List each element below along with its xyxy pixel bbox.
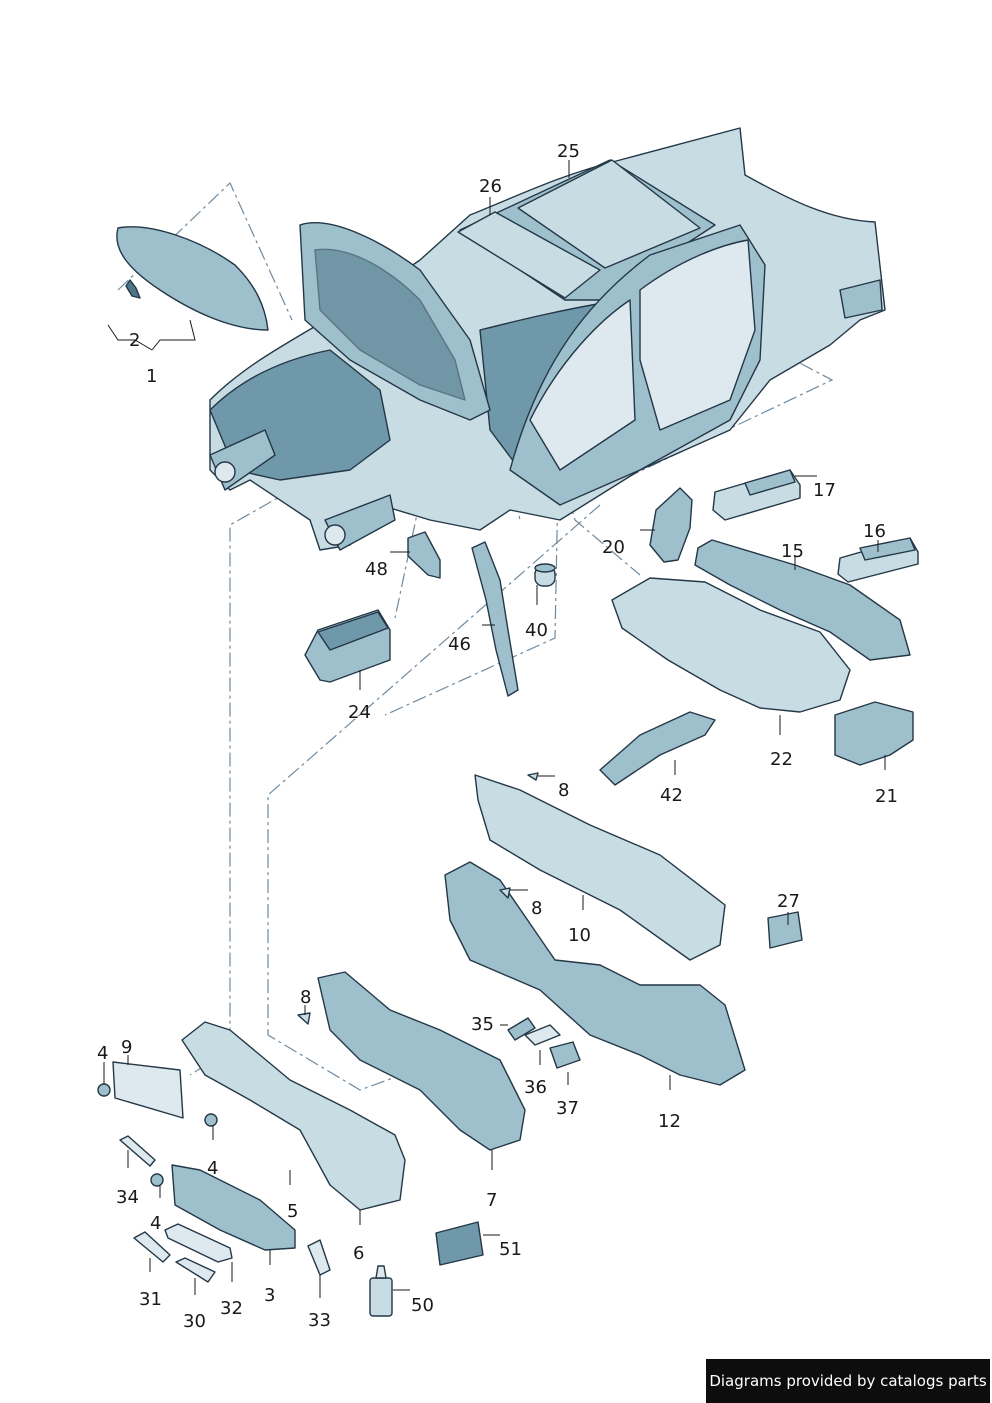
callout-32: 32: [220, 1298, 243, 1319]
part-10-cowl: [474, 774, 726, 961]
part-27: [767, 911, 803, 949]
credit-text: Diagrams provided by catalogs parts: [709, 1372, 987, 1390]
callout-31: 31: [139, 1289, 162, 1310]
callout-50: 50: [411, 1295, 434, 1316]
part-7-bulkhead: [317, 971, 526, 1151]
part-12-insulation: [444, 861, 746, 1086]
callout-51: 51: [499, 1239, 522, 1260]
part-6-frame: [181, 1021, 406, 1211]
part-17-module: [712, 469, 801, 521]
part-50-bottle: [369, 1265, 393, 1317]
car-body-shell: [209, 127, 886, 551]
part-33: [307, 1239, 331, 1276]
washer-4b: [204, 1113, 218, 1127]
part-9-panel: [112, 1061, 184, 1119]
roof-panel-25: [517, 159, 701, 269]
callout-21: 21: [875, 786, 898, 807]
part-30: [175, 1257, 216, 1283]
callout-17: 17: [813, 480, 836, 501]
callout-26: 26: [479, 176, 502, 197]
part-35: [507, 1017, 536, 1041]
part-40-plug: [534, 563, 556, 587]
leader-lines: [103, 160, 886, 1298]
callout-9: 9: [121, 1037, 132, 1058]
part-5-strip: [171, 1164, 296, 1251]
callout-3: 3: [264, 1285, 275, 1306]
part-46-pillar: [471, 541, 519, 697]
part-37: [549, 1041, 581, 1069]
callout-2: 2: [129, 330, 140, 351]
callout-40: 40: [525, 620, 548, 641]
callout-16: 16: [863, 521, 886, 542]
callout-48: 48: [365, 559, 388, 580]
callout-8b: 8: [531, 898, 542, 919]
callout-42: 42: [660, 785, 683, 806]
part-22-floor: [611, 577, 851, 713]
callout-8c: 8: [300, 987, 311, 1008]
callout-6: 6: [353, 1243, 364, 1264]
callout-5: 5: [287, 1201, 298, 1222]
callout-8a: 8: [558, 780, 569, 801]
part-24-box: [304, 609, 391, 683]
part-48-bracket: [407, 531, 441, 579]
part-1-cover: [116, 226, 269, 331]
part-36: [524, 1024, 561, 1046]
callout-46: 46: [448, 634, 471, 655]
callout-labels: 1 2 3 4 4 4 5 6 7 8 8 8 9 10 12 15 16 17…: [97, 141, 898, 1332]
part-21: [834, 701, 914, 766]
part-51: [435, 1221, 484, 1266]
roof-panels: [457, 159, 701, 299]
part-3-strip: [164, 1223, 233, 1263]
callout-10: 10: [568, 925, 591, 946]
screw-8c: [297, 1012, 311, 1025]
screw-8a: [527, 772, 539, 781]
callout-20: 20: [602, 537, 625, 558]
callout-35: 35: [471, 1014, 494, 1035]
callout-22: 22: [770, 749, 793, 770]
credit-banner: Diagrams provided by catalogs parts: [706, 1359, 990, 1403]
part-20: [649, 487, 693, 563]
callout-25: 25: [557, 141, 580, 162]
callout-1: 1: [146, 366, 157, 387]
callout-27: 27: [777, 891, 800, 912]
washer-4c: [150, 1173, 164, 1187]
callout-34: 34: [116, 1187, 139, 1208]
screw-8b: [499, 887, 511, 899]
callout-4c: 4: [150, 1213, 161, 1234]
clip-2: [125, 279, 141, 299]
roof-panel-26: [457, 211, 601, 299]
callout-36: 36: [524, 1077, 547, 1098]
washer-4a: [97, 1083, 111, 1097]
part-15-strip: [694, 539, 911, 661]
part-16-module: [837, 537, 919, 583]
callout-12: 12: [658, 1111, 681, 1132]
callout-7: 7: [486, 1190, 497, 1211]
part-31: [133, 1231, 171, 1263]
callout-4a: 4: [97, 1043, 108, 1064]
callout-33: 33: [308, 1310, 331, 1331]
part-42: [599, 711, 716, 786]
callout-30: 30: [183, 1311, 206, 1332]
callout-15: 15: [781, 541, 804, 562]
part-34: [119, 1135, 156, 1167]
callout-37: 37: [556, 1098, 579, 1119]
callout-24: 24: [348, 702, 371, 723]
callout-4b: 4: [207, 1158, 218, 1179]
